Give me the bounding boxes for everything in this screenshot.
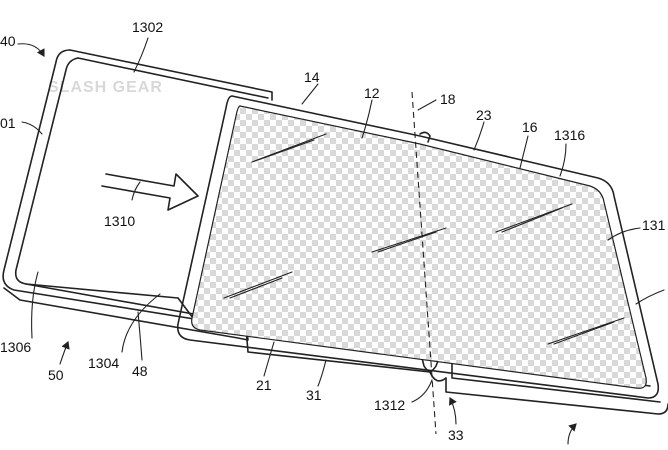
- label-1302: 1302: [132, 19, 163, 35]
- label-18: 18: [440, 91, 456, 107]
- watermark-text: SLASH GEAR: [48, 79, 163, 96]
- label-1306: 1306: [0, 339, 31, 355]
- slide-direction-arrow: [101, 173, 199, 211]
- label-14: 14: [304, 69, 320, 85]
- label-1312: 1312: [374, 397, 405, 413]
- leader-lines: [17, 37, 665, 445]
- label-23: 23: [476, 107, 492, 123]
- label-1304: 1304: [88, 355, 119, 371]
- label-131: 131: [642, 217, 666, 233]
- label-01: 01: [0, 115, 16, 131]
- label-33: 33: [448, 427, 464, 443]
- display-panel: [176, 95, 660, 399]
- reference-labels: 1302 40 14 12 18 23 16 1316 01 1310 131 …: [0, 19, 666, 443]
- label-16: 16: [522, 119, 538, 135]
- label-21: 21: [256, 377, 272, 393]
- label-31: 31: [306, 387, 322, 403]
- label-1310: 1310: [104, 213, 135, 229]
- label-12: 12: [364, 85, 380, 101]
- fold-axis-line: [411, 91, 437, 435]
- label-48: 48: [132, 363, 148, 379]
- label-50: 50: [48, 367, 64, 383]
- label-40: 40: [0, 33, 16, 49]
- label-1316: 1316: [554, 127, 585, 143]
